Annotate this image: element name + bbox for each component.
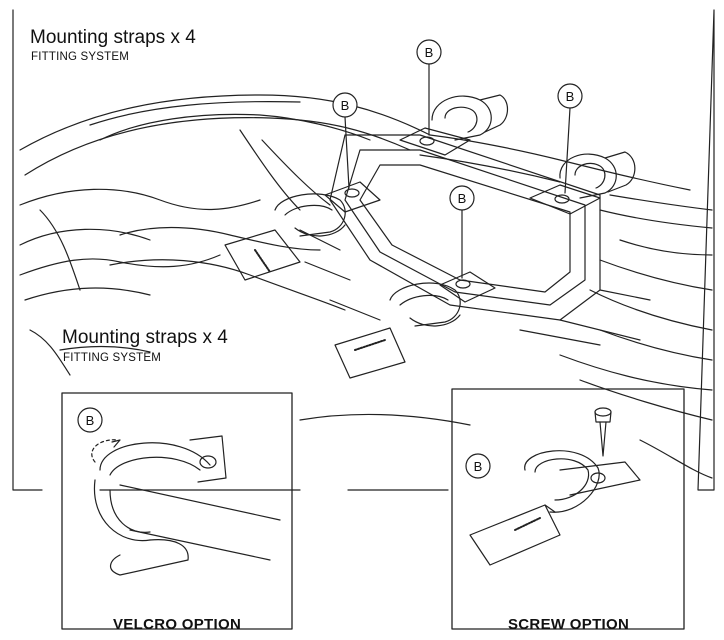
callout-b1: B — [425, 45, 434, 60]
vehicle-outline — [19, 94, 713, 479]
velcro-inset-frame — [61, 392, 293, 630]
callout-circle-b4 — [449, 185, 475, 211]
mid-title: Mounting straps x 4 — [62, 327, 228, 348]
strap-left — [224, 181, 381, 281]
main-frame — [12, 9, 715, 491]
strap-top-middle — [399, 94, 509, 156]
screw-caption: SCREW OPTION — [508, 616, 630, 633]
mid-subtitle: FITTING SYSTEM — [63, 352, 161, 364]
strap-top-right — [529, 151, 636, 215]
callout-b2: B — [341, 98, 350, 113]
callout-screw: B — [474, 459, 483, 474]
strap-bottom-middle — [334, 271, 496, 379]
velcro-caption: VELCRO OPTION — [113, 616, 242, 633]
screw-inset-frame — [451, 388, 685, 630]
velcro-illustration — [91, 435, 281, 576]
top-subtitle: FITTING SYSTEM — [31, 51, 129, 63]
luggage-rack — [299, 134, 651, 346]
callout-b4: B — [458, 191, 467, 206]
leader-b2 — [344, 116, 350, 189]
callout-circle-b2 — [332, 92, 358, 118]
callout-circle-b1 — [416, 39, 442, 65]
callout-circle-velcro — [77, 407, 103, 433]
callout-b3: B — [566, 89, 575, 104]
top-title: Mounting straps x 4 — [30, 27, 196, 48]
leader-b3 — [564, 107, 571, 194]
callout-circle-b3 — [557, 83, 583, 109]
callout-velcro: B — [86, 413, 95, 428]
screw-illustration — [469, 407, 641, 566]
callout-circle-screw — [465, 453, 491, 479]
